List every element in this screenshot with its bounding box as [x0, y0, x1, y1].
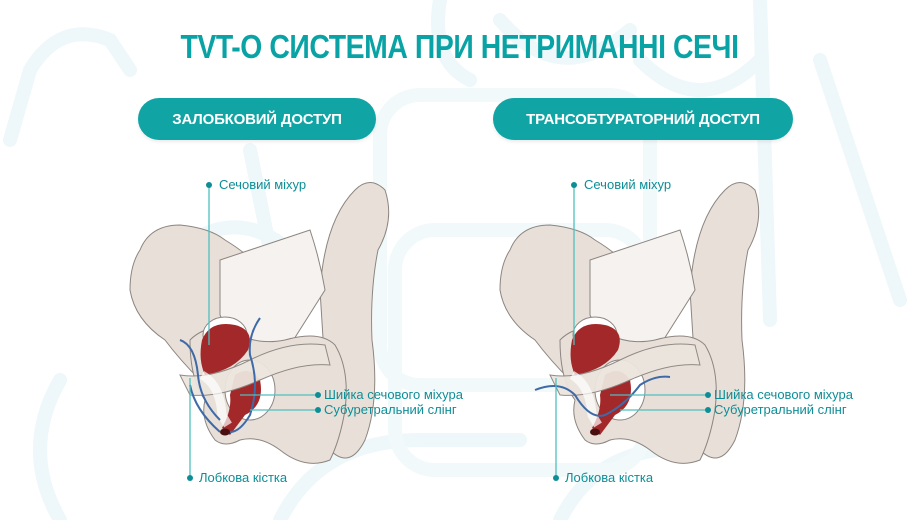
pelvis-illustration — [129, 182, 390, 481]
pelvis-illustration — [499, 182, 760, 481]
page-title: TVT-O СИСТЕМА ПРИ НЕТРИМАННІ СЕЧІ — [180, 28, 739, 65]
retropubic-diagram: Сечовий міхур Шийка сечового міхура Субу… — [110, 170, 510, 500]
transobturator-approach-heading: ТРАНСОБТУРАТОРНИЙ ДОСТУП — [493, 98, 793, 140]
transobturator-diagram: Сечовий міхур Шийка сечового міхура Субу… — [480, 170, 900, 500]
label-suburethral-sling: Субуретральний слінг — [714, 402, 847, 417]
label-bladder: Сечовий міхур — [584, 177, 672, 192]
label-pubic-bone: Лобкова кістка — [199, 470, 288, 485]
label-bladder: Сечовий міхур — [219, 177, 307, 192]
retropubic-approach-heading: ЗАЛОБКОВИЙ ДОСТУП — [138, 98, 376, 140]
label-bladder-neck: Шийка сечового міхура — [324, 387, 463, 402]
label-suburethral-sling: Субуретральний слінг — [324, 402, 457, 417]
label-bladder-neck: Шийка сечового міхура — [714, 387, 853, 402]
label-pubic-bone: Лобкова кістка — [565, 470, 654, 485]
